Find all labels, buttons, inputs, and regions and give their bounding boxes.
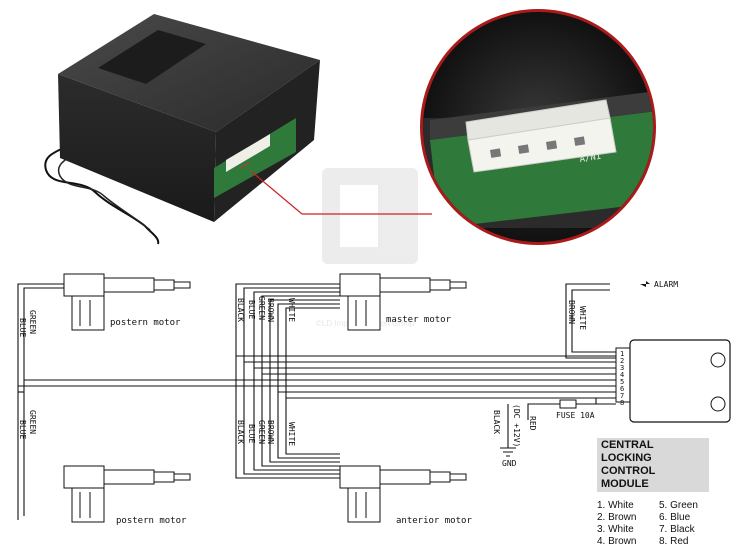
- legend-title-line1: CENTRAL LOCKING: [601, 439, 654, 464]
- pin-4: 4: [620, 371, 624, 379]
- pinout-item: 5. Green: [659, 500, 698, 511]
- fuse-label: FUSE 10A: [556, 411, 595, 420]
- legend-pinout: 1. White 5. Green 2. Brown 6. Blue 3. Wh…: [597, 500, 709, 547]
- pinout-item: 6. Blue: [659, 512, 691, 523]
- alarm-label: ALARM: [654, 280, 678, 289]
- wire-label-white-mb: WHITE: [287, 422, 296, 446]
- connector-zoom: A/N1: [420, 9, 656, 245]
- wire-label-blue-lb: BLUE: [18, 420, 27, 439]
- connector-label: A/N1: [579, 152, 602, 165]
- pinout-item: 2. Brown: [597, 512, 637, 523]
- module-legend: CENTRAL LOCKING CONTROL MODULE 1. White …: [597, 438, 709, 547]
- wire-label-white-alarm: WHITE: [578, 306, 587, 330]
- wire-label-green-mt: GREEN: [257, 296, 266, 320]
- motor-label-postern-top: postern motor: [110, 318, 181, 328]
- fuse-icon: [559, 399, 577, 409]
- motor-label-master: master motor: [386, 315, 452, 325]
- pin-5: 5: [620, 378, 624, 386]
- wiring-diagram: ©LD Import & Export Group: [17, 9, 731, 526]
- pinout-item: 4. Brown: [597, 536, 637, 547]
- wire-label-red: RED: [528, 416, 537, 431]
- wire-label-white-mt: WHITE: [287, 298, 296, 322]
- legend-title: CENTRAL LOCKING CONTROL MODULE: [597, 438, 709, 492]
- ground-label: GND: [502, 459, 517, 468]
- wire-label-brown-alarm: BROWN: [567, 300, 576, 324]
- alarm-arrow-icon: [640, 281, 650, 287]
- wire-label-green-lb: GREEN: [28, 410, 37, 434]
- pin-1: 1: [620, 350, 624, 358]
- pinout-item: 1. White: [597, 500, 634, 511]
- wire-label-brown-mb: BROWN: [266, 420, 275, 444]
- pin-3: 3: [620, 364, 624, 372]
- wire-label-black-mb: BLACK: [236, 420, 245, 444]
- zoom-pointer: [251, 171, 303, 215]
- motor-bottom-right: [339, 465, 467, 523]
- module-connector: [615, 339, 731, 423]
- wiring: [17, 283, 616, 520]
- wire-label-blue-mb: BLUE: [247, 424, 256, 443]
- pin-2: 2: [620, 357, 624, 365]
- wire-label-black-mt: BLACK: [236, 298, 245, 322]
- pinout-item: 7. Black: [659, 524, 695, 535]
- pin-7: 7: [620, 392, 624, 400]
- motor-label-postern-bottom: postern motor: [116, 516, 187, 526]
- legend-title-line2: CONTROL MODULE: [601, 465, 656, 490]
- wire-label-black-gnd: BLACK: [492, 410, 501, 434]
- pin-8: 8: [620, 399, 624, 407]
- pinout-item: 8. Red: [659, 536, 689, 547]
- power-label: (DC +12V): [512, 404, 521, 447]
- motor-bottom-left: [63, 465, 191, 523]
- pin-numbers: 1 2 3 4 5 6 7 8: [620, 350, 624, 407]
- wire-label-brown-mt: BROWN: [266, 298, 275, 322]
- wire-label-blue-lt: BLUE: [18, 318, 27, 337]
- wire-label-green-mb: GREEN: [257, 420, 266, 444]
- wire-label-green-lt: GREEN: [28, 310, 37, 334]
- motor-label-anterior: anterior motor: [396, 516, 472, 526]
- motor-top-right: [339, 273, 467, 331]
- pinout-item: 3. White: [597, 524, 634, 535]
- pin-6: 6: [620, 385, 624, 393]
- module-photo: [44, 14, 320, 245]
- motor-top-left: [63, 273, 191, 331]
- wire-label-blue-mt: BLUE: [247, 300, 256, 319]
